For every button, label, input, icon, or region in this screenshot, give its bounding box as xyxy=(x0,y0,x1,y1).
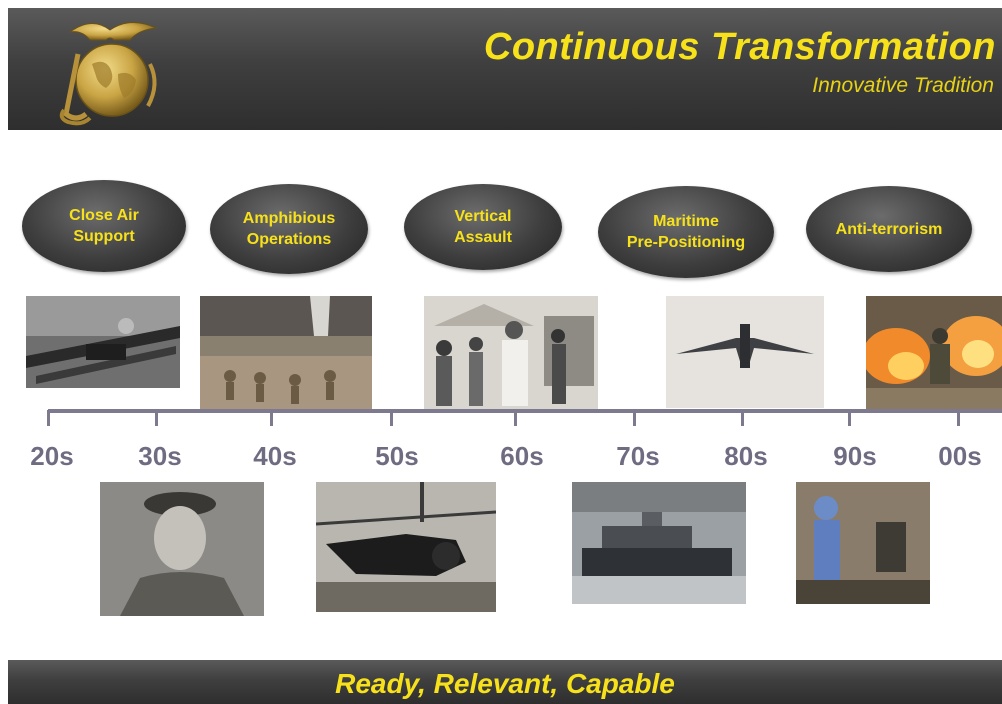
decade-label: 20s xyxy=(30,441,74,471)
decade-label: 00s xyxy=(938,441,982,471)
vertical-assault-village-photo xyxy=(424,296,598,410)
decade-label: 80s xyxy=(724,441,768,471)
helicopter-photo xyxy=(316,482,496,612)
anti-terrorism-fire-photo xyxy=(866,296,1002,410)
timeline-tick xyxy=(514,410,517,426)
harrier-jet-photo xyxy=(666,296,824,408)
bomb-disposal-photo xyxy=(796,482,930,604)
footer-tagline: Ready, Relevant, Capable xyxy=(335,668,675,699)
milestone-label: Amphibious Operations xyxy=(242,210,336,248)
decade-label: 90s xyxy=(833,441,877,471)
timeline-tick xyxy=(633,410,636,426)
eagle-globe-anchor-emblem-icon xyxy=(52,14,172,130)
prepositioning-ship-photo xyxy=(572,482,746,604)
decade-label: 30s xyxy=(138,441,182,471)
timeline-tick xyxy=(390,410,393,426)
milestone-label: Maritime Pre-Positioning xyxy=(626,213,746,251)
page-title: Continuous Transformation xyxy=(483,26,996,68)
timeline-tick xyxy=(741,410,744,426)
timeline-axis xyxy=(48,409,1002,413)
milestone-oval: Amphibious Operations xyxy=(210,184,368,274)
footer-banner: Ready, Relevant, Capable xyxy=(8,660,1002,704)
officer-portrait-photo xyxy=(100,482,264,616)
decade-label: 40s xyxy=(253,441,297,471)
header-banner: Continuous Transformation Innovative Tra… xyxy=(8,8,1002,130)
timeline-tick xyxy=(47,410,50,426)
milestone-label: Close Air Support xyxy=(69,207,139,245)
decade-label: 70s xyxy=(616,441,660,471)
milestone-label: Vertical Assault xyxy=(454,208,512,246)
milestone-label: Anti-terrorism xyxy=(835,220,943,238)
decade-label: 50s xyxy=(375,441,419,471)
timeline-tick xyxy=(270,410,273,426)
milestone-oval: Close Air Support xyxy=(22,180,186,272)
page-subtitle: Innovative Tradition xyxy=(812,74,994,97)
timeline-tick xyxy=(848,410,851,426)
biplane-photo xyxy=(26,296,180,388)
timeline-tick xyxy=(155,410,158,426)
timeline-tick xyxy=(957,410,960,426)
amphibious-landing-photo xyxy=(200,296,372,410)
milestone-oval: Maritime Pre-Positioning xyxy=(598,186,774,278)
decade-label: 60s xyxy=(500,441,544,471)
milestone-oval: Vertical Assault xyxy=(404,184,562,270)
milestone-oval: Anti-terrorism xyxy=(806,186,972,272)
